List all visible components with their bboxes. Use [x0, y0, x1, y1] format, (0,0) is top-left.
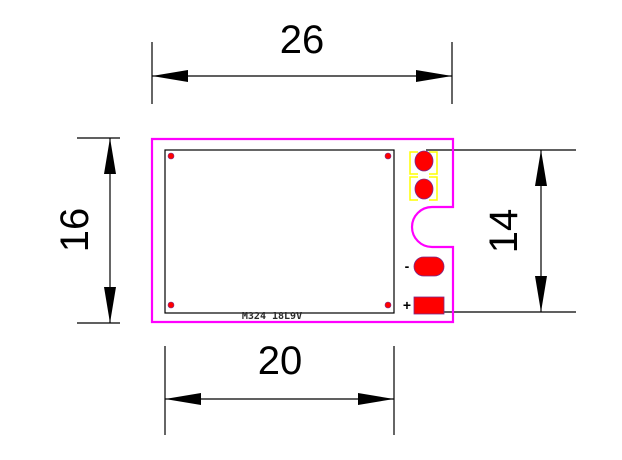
polarity-minus-label: - [405, 258, 410, 274]
corner-dot-icon [167, 301, 175, 309]
dimension-right: 14 [426, 149, 576, 313]
pad-negative [413, 256, 445, 277]
dimension-top: 26 [151, 18, 453, 104]
pad-2-oval [414, 178, 434, 200]
corner-markers [167, 152, 392, 309]
silkscreen-label: M324 18L9V [242, 311, 302, 322]
dimension-label-14: 14 [482, 209, 526, 254]
pad-frame-top [409, 151, 438, 175]
dimension-label-20: 20 [258, 339, 303, 383]
dimension-left: 16 [53, 137, 120, 324]
corner-dot-icon [167, 152, 175, 160]
board-outline [150, 137, 455, 324]
dimension-label-16: 16 [53, 208, 97, 253]
pad-frame-bottom [409, 176, 438, 201]
component-area [164, 149, 395, 314]
dimension-bottom: 20 [164, 339, 395, 435]
dimension-label-26: 26 [280, 18, 325, 62]
corner-dot-icon [384, 301, 392, 309]
pad-1-oval [414, 150, 434, 172]
framed-pad-group [409, 150, 438, 201]
polarity-plus-label: + [403, 297, 411, 313]
pad-positive [413, 296, 445, 315]
corner-dot-icon [384, 152, 392, 160]
